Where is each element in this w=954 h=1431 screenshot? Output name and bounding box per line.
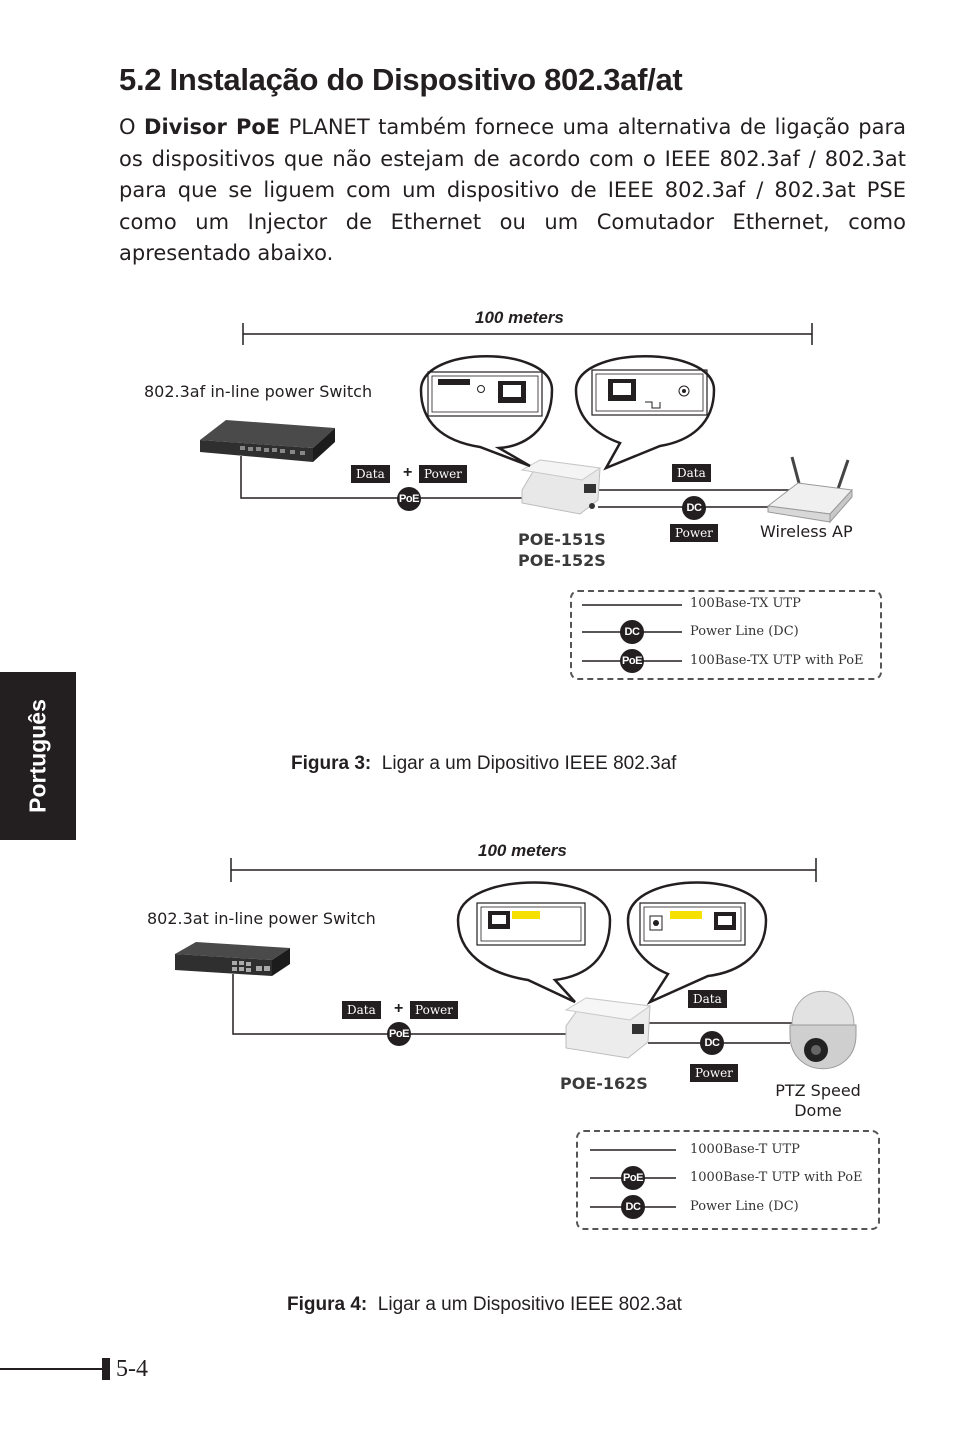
product-name: Divisor PoE [144, 115, 281, 139]
figure-3-drawing [200, 323, 854, 524]
switch-label: 802.3af in-line power Switch [144, 382, 373, 401]
figure-4-drawing [175, 858, 857, 1070]
figure-caption: Figura 4: Ligar a um Dispositivo IEEE 80… [287, 1294, 682, 1315]
section-title: 5.2 Instalação do Dispositivo 802.3af/at [119, 62, 683, 97]
poe-badge: PoE [387, 1022, 411, 1046]
poe-cable [240, 456, 522, 499]
language-tab: Português [0, 672, 76, 840]
legend [570, 590, 882, 680]
model-name: POE-151S POE-152S [518, 530, 606, 570]
poe-badge: PoE [397, 487, 421, 511]
legend-dc-badge: DC [621, 1195, 645, 1219]
intro-paragraph: O Divisor PoE PLANET também fornece uma … [119, 115, 906, 265]
footer-marker [102, 1358, 110, 1380]
power-tag: Power [419, 465, 467, 483]
device-label: PTZ Speed Dome [775, 1081, 861, 1120]
poe-splitter-icon [564, 997, 652, 1059]
splitter-back-callout [574, 355, 716, 471]
dc-badge: DC [700, 1031, 724, 1055]
legend-dc-badge: DC [620, 620, 644, 644]
power-tag-output: Power [690, 1064, 738, 1082]
data-tag: Data [342, 1001, 381, 1019]
model-name: POE-162S [560, 1074, 648, 1093]
switch-icon [200, 420, 335, 462]
device-label: Wireless AP [760, 522, 853, 541]
legend-item: Power Line (DC) [690, 624, 799, 639]
poe-splitter-icon [520, 459, 602, 515]
legend-item: 100Base-TX UTP [690, 596, 801, 611]
legend-item: 100Base-TX UTP with PoE [690, 653, 864, 668]
data-tag: Data [351, 465, 390, 483]
dc-badge: DC [682, 496, 706, 520]
power-tag-output: Power [670, 524, 718, 542]
splitter-front-callout [419, 355, 554, 468]
legend [576, 1130, 880, 1230]
page-number: 5-4 [116, 1356, 148, 1382]
switch-icon [175, 942, 290, 976]
legend-poe-badge: PoE [620, 649, 644, 673]
distance-label: 100 meters [478, 841, 567, 860]
legend-item: 1000Base-T UTP with PoE [690, 1170, 863, 1185]
data-tag-output: Data [672, 464, 711, 482]
footer-rule [0, 1368, 104, 1370]
power-tag: Power [410, 1001, 458, 1019]
ptz-camera-icon [789, 990, 857, 1070]
splitter-front-callout [456, 881, 612, 1004]
legend-item: Power Line (DC) [690, 1199, 799, 1214]
distance-label: 100 meters [475, 308, 564, 327]
legend-poe-badge: PoE [621, 1166, 645, 1190]
switch-label: 802.3at in-line power Switch [147, 909, 376, 928]
legend-item: 1000Base-T UTP [690, 1142, 800, 1157]
plus-sign: + [394, 1000, 404, 1017]
figure-caption: Figura 3: Ligar a um Dipositivo IEEE 802… [291, 753, 677, 774]
poe-cable [232, 974, 566, 1035]
wireless-ap-icon [766, 456, 854, 524]
data-tag-output: Data [688, 990, 727, 1008]
plus-sign: + [403, 464, 413, 481]
